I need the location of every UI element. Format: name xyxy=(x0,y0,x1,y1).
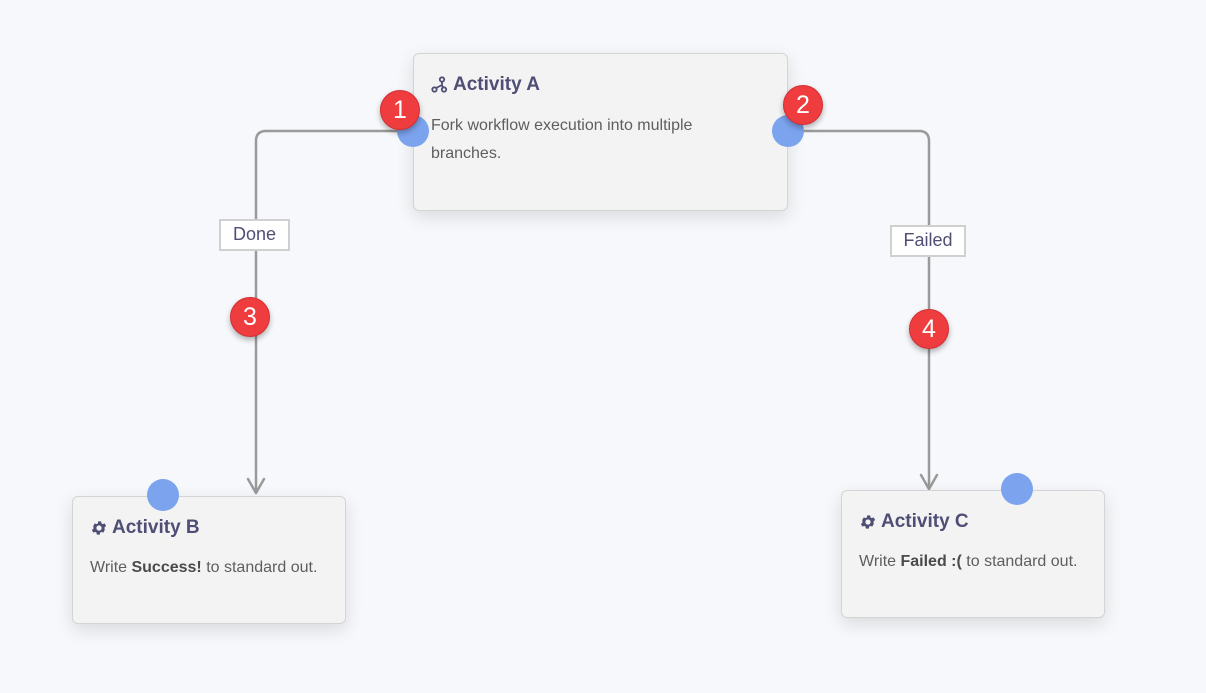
activity-b-description: Write Success! to standard out. xyxy=(90,554,340,582)
marker-3: 3 xyxy=(230,297,270,337)
activity-c-desc-prefix: Write xyxy=(859,553,901,570)
activity-c-title-text: Activity C xyxy=(881,511,969,532)
marker-2: 2 xyxy=(783,85,823,125)
gear-icon xyxy=(90,519,108,537)
activity-b-desc-prefix: Write xyxy=(90,559,132,576)
activity-b-title-text: Activity B xyxy=(112,517,200,538)
activity-c-title: Activity C xyxy=(859,511,969,533)
marker-1: 1 xyxy=(380,90,420,130)
activity-c-desc-suffix: to standard out. xyxy=(961,553,1078,570)
activity-b-desc-suffix: to standard out. xyxy=(201,559,318,576)
activity-b-desc-bold: Success! xyxy=(131,559,202,576)
activity-b-inport[interactable] xyxy=(147,479,179,511)
fork-icon xyxy=(431,76,449,94)
gear-icon xyxy=(859,513,877,531)
edge-label-failed[interactable]: Failed xyxy=(890,225,966,257)
edge-label-done[interactable]: Done xyxy=(219,219,290,251)
activity-a-node[interactable]: Activity A Fork workflow execution into … xyxy=(413,53,788,211)
activity-c-node[interactable]: Activity C Write Failed :( to standard o… xyxy=(841,490,1105,618)
activity-b-node[interactable]: Activity B Write Success! to standard ou… xyxy=(72,496,346,624)
activity-c-inport[interactable] xyxy=(1001,473,1033,505)
edge-failed-arrowhead xyxy=(919,473,939,491)
activity-c-desc-bold: Failed :( xyxy=(900,553,962,570)
activity-c-description: Write Failed :( to standard out. xyxy=(859,548,1099,576)
activity-a-title-text: Activity A xyxy=(453,74,540,95)
edge-failed[interactable] xyxy=(788,129,931,488)
activity-b-title: Activity B xyxy=(90,517,200,539)
edge-done-arrowhead xyxy=(246,477,266,495)
activity-a-title: Activity A xyxy=(431,74,540,96)
edge-done[interactable] xyxy=(254,129,413,492)
activity-a-description: Fork workflow execution into multiple br… xyxy=(431,117,693,162)
marker-4: 4 xyxy=(909,309,949,349)
